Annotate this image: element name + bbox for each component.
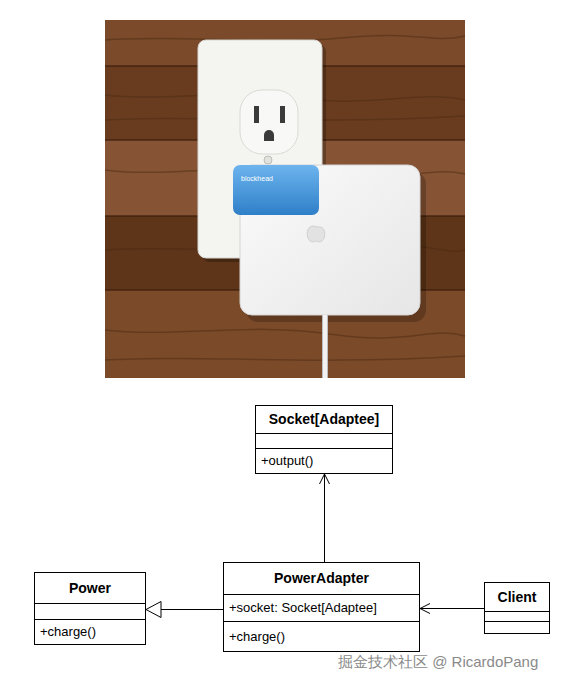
association-arrow: [320, 474, 330, 562]
class-compartment: [35, 603, 145, 619]
arrow-head: [320, 474, 330, 484]
connector-line: [161, 609, 223, 610]
wood-grain: [105, 35, 465, 360]
connector-line: [324, 474, 325, 562]
wood-wall: [105, 20, 465, 378]
ground-hole: [264, 130, 274, 141]
realization-arrow: [146, 602, 223, 618]
association-arrow: [420, 604, 484, 614]
class-name-row: Power: [35, 573, 145, 603]
cable-outline: [322, 315, 328, 378]
arrow-head: [420, 604, 430, 614]
class-box: Client: [484, 582, 550, 634]
brand-text: blockhead: [241, 175, 273, 183]
class-member: +socket: Socket[Adaptee]: [229, 600, 377, 616]
receptacle: [240, 90, 298, 154]
class-box: PowerAdapter +socket: Socket[Adaptee] +cha…: [223, 562, 420, 652]
class-name-row: Socket[Adaptee]: [256, 406, 392, 433]
plug-slot: [254, 106, 259, 123]
class-name: Client: [498, 589, 537, 606]
class-compartment: [485, 611, 549, 621]
adapter-plug: [233, 165, 319, 215]
class-member: +charge(): [40, 624, 96, 640]
plug-slot: [280, 106, 285, 123]
class-box: Socket[Adaptee] +output(): [255, 405, 393, 474]
class-name-row: PowerAdapter: [224, 563, 419, 594]
connector-line: [420, 608, 484, 609]
class-compartment: +output(): [256, 448, 392, 473]
class-compartment: +socket: Socket[Adaptee]: [224, 594, 419, 621]
class-name: Socket[Adaptee]: [269, 411, 379, 428]
generalization-head: [146, 602, 161, 618]
class-name-row: Client: [485, 583, 549, 611]
class-name: Power: [69, 580, 111, 597]
class-compartment: +charge(): [35, 619, 145, 644]
class-compartment: [485, 621, 549, 633]
class-member: +output(): [261, 453, 313, 469]
class-compartment: +charge(): [224, 621, 419, 651]
class-member: +charge(): [229, 629, 285, 645]
class-compartment: [256, 433, 392, 448]
class-name: PowerAdapter: [274, 570, 369, 587]
class-box: Power +charge(): [34, 572, 146, 645]
apple-logo: [307, 226, 325, 242]
plate-screw: [264, 156, 272, 164]
cable: [323, 315, 327, 378]
watermark: 掘金技术社区 @ RicardoPang: [338, 653, 538, 671]
